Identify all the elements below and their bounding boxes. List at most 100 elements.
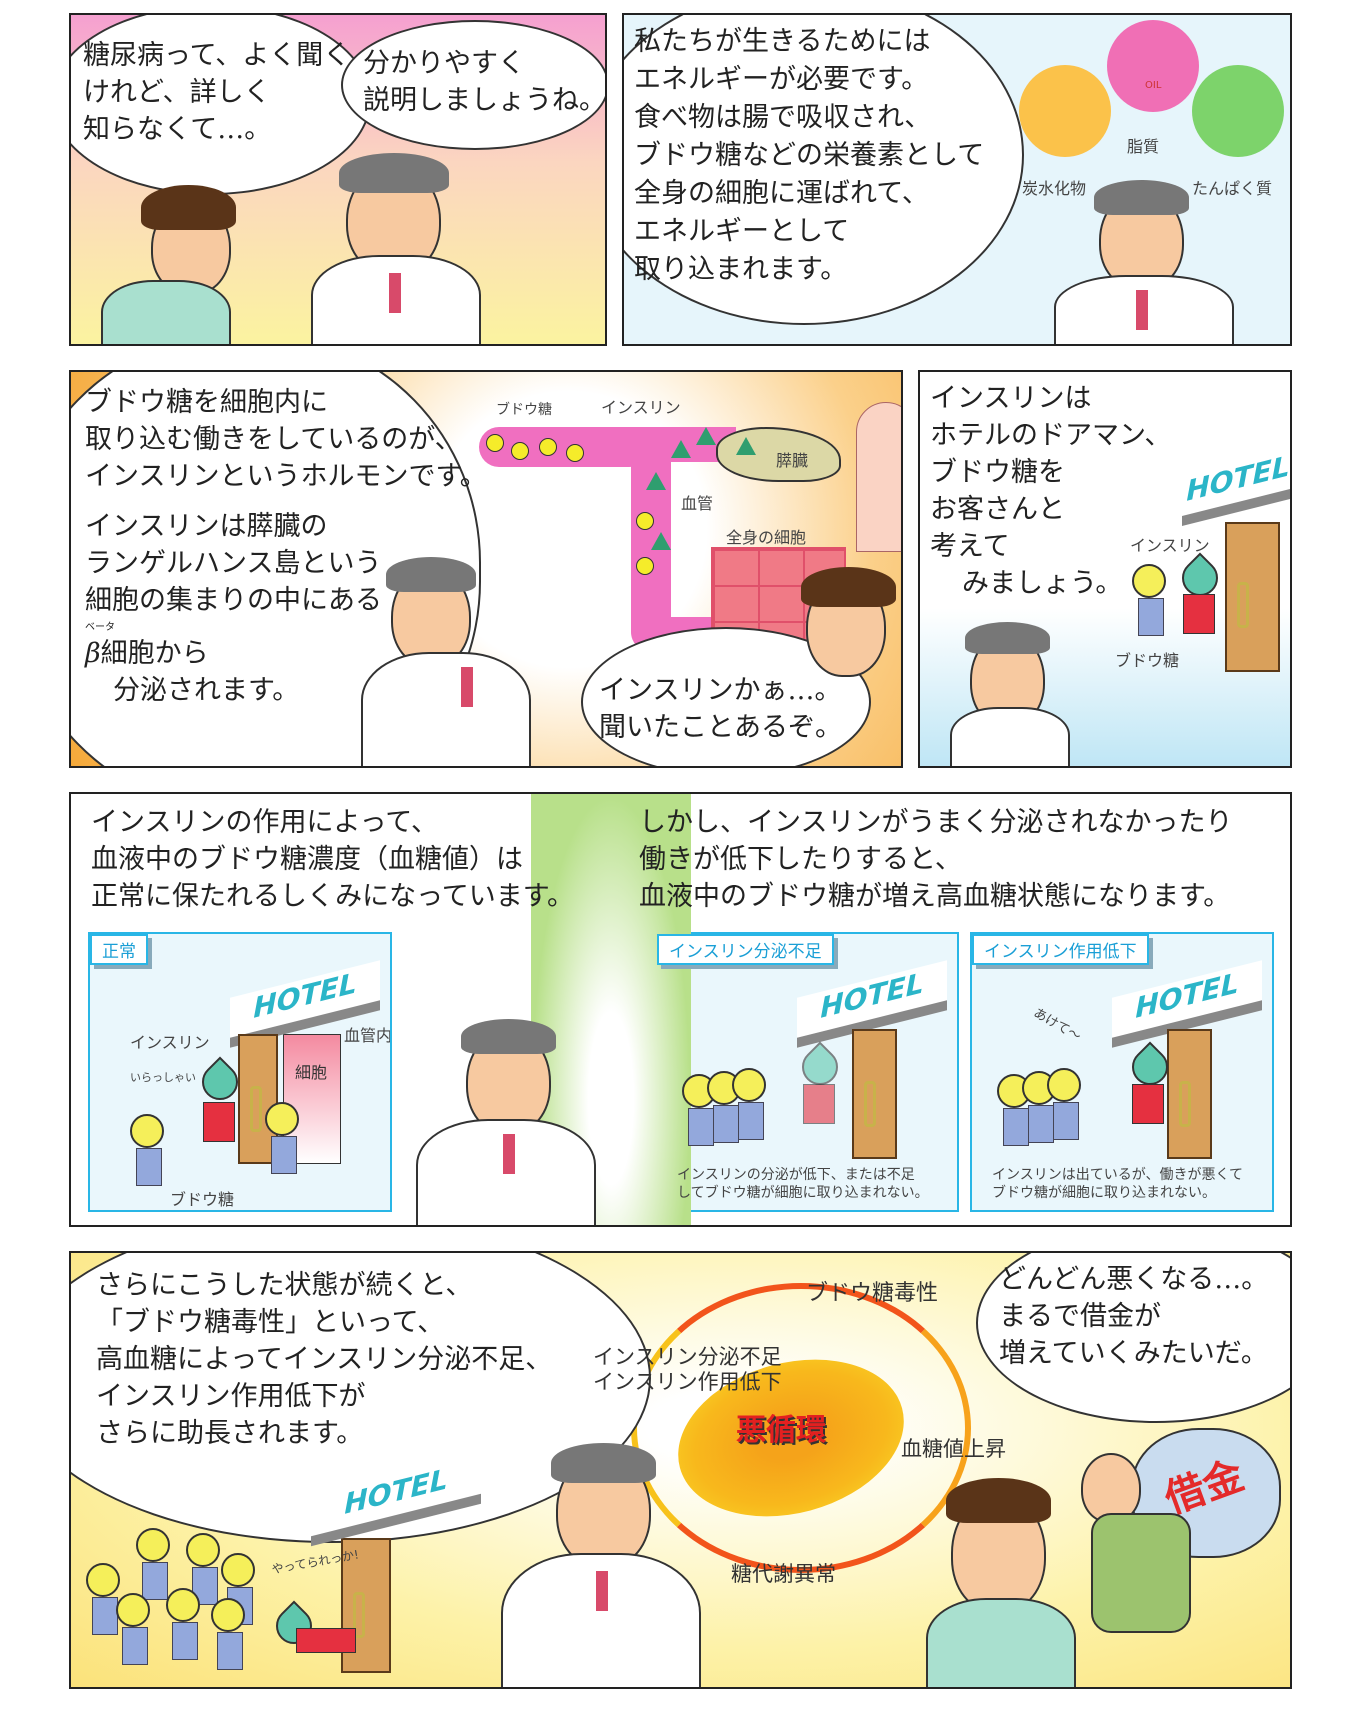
speech-line: まるで借金が — [999, 1301, 1161, 1332]
text-line: インスリン作用低下が — [96, 1381, 366, 1412]
doctor-hair — [339, 153, 449, 193]
text-line: 食べ物は腸で吸収され、 — [634, 102, 932, 133]
label-insulin: インスリン — [1130, 536, 1210, 555]
speech-line: 分かりやすく — [363, 48, 525, 79]
text-line: インスリンの作用によって、 — [91, 807, 438, 838]
text-line: 細胞の集まりの中にある — [85, 585, 382, 616]
patient-speech: インスリンかぁ…。 聞いたことあるぞ。 — [599, 672, 842, 746]
cycle-glucotoxicity: ブドウ糖毒性 — [806, 1281, 939, 1306]
speech-bubble-doctor — [624, 15, 1024, 325]
fat-oil-icon: OIL — [1107, 20, 1199, 112]
hotel-door-closed — [341, 1538, 391, 1673]
protein-fish-icon — [1192, 65, 1284, 157]
oil-label: OIL — [1145, 80, 1162, 91]
subpanel-insulin-deficiency: インスリン分泌不足 HOTEL インスリンの分泌が低下、または不足してブドウ糖が… — [655, 932, 959, 1212]
speech-line: 聞いたことあるぞ。 — [599, 712, 842, 743]
speech-bubble-patient — [71, 15, 371, 195]
text-line: 取り込む働きをしているのが、 — [85, 424, 462, 455]
energy-explanation: 私たちが生きるためには エネルギーが必要です。 食べ物は腸で吸収され、 ブドウ糖… — [634, 23, 984, 289]
burdened-man-body — [1091, 1513, 1191, 1633]
text-line: みましょう。 — [962, 568, 1123, 599]
doctor-speech: 分かりやすく 説明しましょうね。 — [363, 45, 605, 119]
speech-bubble-doctor — [341, 20, 605, 150]
cycle-blood-glucose-rise: 血糖値上昇 — [901, 1437, 1006, 1461]
hotel-door-closed — [1167, 1029, 1212, 1159]
beta-ruby: ベータ — [85, 622, 115, 633]
hotel-door-open — [238, 1034, 278, 1164]
insulin-triangle — [671, 440, 691, 458]
doctor-coat — [361, 652, 531, 766]
doorman-coat — [296, 1628, 356, 1653]
glucose-guest-figure — [997, 1074, 1031, 1146]
speech-line: 増えていくみたいだ。 — [999, 1338, 1268, 1369]
greeting-text: いらっしゃい — [130, 1071, 196, 1084]
tag-insulin-deficiency: インスリン分泌不足 — [657, 934, 834, 965]
text-line: インスリンというホルモンです。 — [85, 461, 487, 492]
insulin-explanation-1: ブドウ糖を細胞内に 取り込む働きをしているのが、 インスリンというホルモンです。 — [85, 384, 487, 495]
label-vessel: 血管 — [681, 494, 714, 513]
label-protein: たんぱく質 — [1192, 179, 1273, 198]
text-line: 取り込まれます。 — [634, 254, 848, 285]
text-line: インスリンは — [930, 383, 1092, 414]
cycle-metabolic-abnormality: 糖代謝異常 — [731, 1562, 836, 1586]
text-line: 働きが低下したりすると、 — [639, 844, 962, 875]
glucose-bead — [566, 444, 584, 462]
hotel-sign: HOTEL — [797, 960, 947, 1038]
doctor-tie — [596, 1571, 608, 1611]
doctor-hair — [461, 1019, 556, 1054]
text-line: しかし、インスリンがうまく分泌されなかったり — [639, 807, 1233, 838]
doctor-hair — [551, 1443, 656, 1483]
label-glucose: ブドウ糖 — [496, 402, 552, 418]
doctor-hair — [1094, 180, 1189, 215]
panel-insulin: ブドウ糖を細胞内に 取り込む働きをしているのが、 インスリンというホルモンです。… — [69, 370, 903, 768]
angry-glucose-figure — [166, 1588, 200, 1660]
beta-symbol: β — [85, 638, 101, 669]
speech-line: 糖尿病って、よく聞く — [83, 40, 351, 71]
speech-line: けれど、詳しく — [83, 77, 271, 108]
text-line: ランゲルハンス島という — [85, 548, 382, 579]
hyperglycemia-explanation: しかし、インスリンがうまく分泌されなかったり 働きが低下したりすると、 血液中の… — [639, 804, 1232, 915]
text-line: 「ブドウ糖毒性」といって、 — [96, 1307, 445, 1338]
label-glucose: ブドウ糖 — [170, 1190, 235, 1209]
hotel-sign: HOTEL — [1112, 960, 1262, 1038]
text-line: ブドウ糖を細胞内に — [85, 387, 328, 418]
glucose-guest-figure — [1132, 564, 1166, 636]
text-line: ホテルのドアマン、 — [930, 420, 1172, 451]
label-vessel: 血管内 — [344, 1026, 392, 1045]
doctor-hair — [965, 622, 1050, 654]
glucose-guest-figure — [130, 1114, 164, 1186]
cycle-line: インスリン分泌不足 — [593, 1345, 782, 1369]
glucose-bead — [539, 438, 557, 456]
speech-line: 知らなくて…。 — [83, 114, 272, 145]
normal-explanation: インスリンの作用によって、 血液中のブドウ糖濃度（血糖値）は 正常に保たれるしく… — [91, 804, 574, 915]
text-line: さらにこうした状態が続くと、 — [96, 1270, 473, 1301]
glucose-guest-figure — [1047, 1068, 1081, 1140]
caption-line: ブドウ糖が細胞に取り込まれない。 — [992, 1185, 1216, 1201]
doctor-tie — [503, 1134, 515, 1174]
text-line: 私たちが生きるためには — [634, 26, 931, 57]
glucotoxicity-explanation: さらにこうした状態が続くと、 「ブドウ糖毒性」といって、 高血糖によってインスリ… — [96, 1267, 552, 1452]
glucose-guest-figure — [265, 1102, 299, 1174]
insulin-triangle — [646, 472, 666, 490]
carbohydrate-icon — [1019, 65, 1111, 157]
label-carbohydrate: 炭水化物 — [1022, 179, 1087, 198]
hotel-sign: HOTEL — [1182, 448, 1290, 516]
doorman-coat — [1132, 1084, 1164, 1124]
patient-hair — [141, 185, 236, 230]
text-line: エネルギーとして — [634, 216, 850, 247]
label-insulin: インスリン — [130, 1033, 210, 1052]
glucose-bead — [486, 434, 504, 452]
subpanel-insulin-resistance: インスリン作用低下 HOTEL あけて〜 インスリンは出ているが、働きが悪くてブ… — [970, 932, 1274, 1212]
panel-vicious-cycle: さらにこうした状態が続くと、 「ブドウ糖毒性」といって、 高血糖によってインスリ… — [69, 1251, 1292, 1689]
angry-glucose-figure — [116, 1593, 150, 1665]
voice-open-up: あけて〜 — [1030, 1005, 1084, 1045]
angry-glucose-figure — [221, 1553, 255, 1625]
hotel-door-closed — [852, 1029, 897, 1159]
caption-line: インスリンは出ているが、働きが悪くて — [992, 1167, 1244, 1183]
text-line: 全身の細胞に運ばれて、 — [634, 178, 929, 209]
caption-line: してブドウ糖が細胞に取り込まれない。 — [677, 1185, 929, 1201]
insulin-triangle — [736, 437, 756, 455]
panel-intro: 糖尿病って、よく聞く けれど、詳しく 知らなくて…。 分かりやすく 説明しましょ… — [69, 13, 607, 346]
doctor-tie — [1136, 290, 1148, 330]
text-line: 血液中のブドウ糖が増え高血糖状態になります。 — [639, 881, 1231, 912]
